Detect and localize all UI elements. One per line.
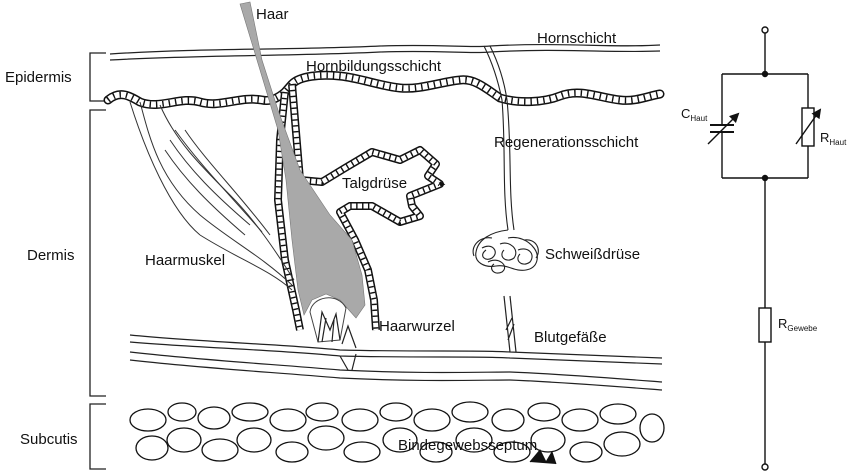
- epidermis-bracket: [90, 53, 106, 101]
- equivalent-circuit: [708, 27, 820, 470]
- sweat-gland: [473, 46, 538, 273]
- label-hornschicht: Hornschicht: [537, 30, 617, 47]
- label-hornbildungsschicht: Hornbildungsschicht: [306, 58, 442, 75]
- layer-brackets: [90, 53, 106, 469]
- hair-bulb: [310, 298, 346, 342]
- layer-dermis-label: Dermis: [27, 247, 75, 264]
- label-haarmuskel: Haarmuskel: [145, 252, 225, 269]
- capacitor-variable-arrow: [708, 114, 738, 144]
- label-haarwurzel: Haarwurzel: [379, 318, 455, 335]
- basal-cell-layer: [108, 75, 660, 104]
- terminal-top: [762, 27, 768, 33]
- subcutis-bracket: [90, 404, 106, 469]
- fat-cells: [130, 402, 664, 462]
- label-talgdruese: Talgdrüse: [342, 175, 407, 192]
- dermis-bracket: [90, 110, 106, 396]
- layer-subcutis-label: Subcutis: [20, 431, 78, 448]
- label-bindegewebsseptum: Bindegewebsseptum: [398, 437, 537, 454]
- layer-epidermis-label: Epidermis: [5, 69, 72, 86]
- label-r-haut: RHaut: [820, 130, 847, 147]
- label-haar: Haar: [256, 6, 289, 23]
- label-r-gewebe: RGewebe: [778, 316, 818, 333]
- label-regenerationsschicht: Regenerationsschicht: [494, 134, 639, 151]
- terminal-bottom: [762, 464, 768, 470]
- hair-shaft: [240, 2, 365, 318]
- label-blutgefaesse: Blutgefäße: [534, 329, 607, 346]
- resistor-gewebe: [759, 308, 771, 342]
- label-c-haut: CHaut: [681, 106, 708, 123]
- label-schweissdruese: Schweißdrüse: [545, 246, 640, 263]
